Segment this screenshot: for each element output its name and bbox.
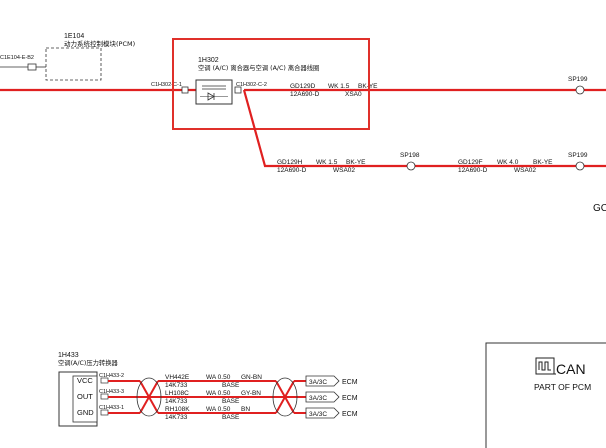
can-logo-icon [535,357,556,375]
sensor-wire-2-code: LH108C [165,390,189,397]
can-box-outline [485,342,606,448]
can-caption: PART OF PCM [534,382,591,392]
wire-mid-right-color: BK-YE [533,159,553,166]
sensor-inner [72,375,98,423]
clutch-pin-out: C1H302-C-2 [236,82,267,88]
highlight-box [172,38,370,130]
sensor-wire-1-harness: 14K733 [165,382,188,389]
sensor-name: 空调(A/C)压力转换器 [58,358,119,367]
sensor-wire-1-code: VH442E [165,374,190,381]
wire-top-size: WK 1.5 [328,83,350,90]
sensor-wire-2-color: GY-BN [241,390,261,397]
ecm-terminal-1-target: ECM [342,379,358,386]
sensor-id: 1H433 [58,352,79,359]
ecm-terminal-2: 3A/3C ECM [305,391,358,403]
ecm-terminal-3: 3A/3C ECM [305,407,358,419]
clutch-pin-in: C1H302-C-1 [151,82,182,88]
clutch-coil-icon [181,79,242,105]
splice-mid-right-icon [575,161,585,171]
wire-mid-right-harness: 12A690-D [458,167,488,174]
sensor-wire-1-base: BASE [222,382,240,389]
ecm-terminal-3-pin: 3A/3C [309,411,327,418]
wire-top-harness: 12A690-D [290,91,320,98]
sensor-conn-2: C1H433-3 [99,389,124,395]
splice-mid-right-label: SP199 [568,152,588,159]
twist-ovals [136,377,298,417]
sensor-pin-out: OUT [77,392,93,401]
can-logo-text: CAN [556,361,586,377]
wire-mid-right-size: WK 4.0 [497,159,519,166]
pcm-name: 动力系统控制模块(PCM) [64,39,135,48]
splice-mid-left-label: SP198 [400,152,420,159]
ecm-terminal-2-target: ECM [342,395,358,402]
ecm-terminal-3-target: ECM [342,411,358,418]
wire-mid-left-size: WK 1.5 [316,159,338,166]
sensor-wire-3-color: BN [241,406,250,413]
ecm-terminal-1-pin: 3A/3C [309,379,327,386]
clutch-id: 1H302 [198,57,219,64]
pcm-id: 1E104 [64,33,84,40]
pcm-connector-icon [27,63,46,71]
wire-mid-left-extra: WSA02 [333,167,355,174]
wire-mid-left-code: GD129H [277,159,303,166]
sensor-wire-2-base: BASE [222,398,240,405]
splice-top-label: SP199 [568,76,588,83]
sensor-wire-3-code: RH108K [165,406,190,413]
sensor-wire-3-harness: 14K733 [165,414,188,421]
sensor-pin-gnd: GND [77,408,94,417]
sensor-wire-2-size: WA 0.50 [206,390,231,397]
sensor-wire-3-base: BASE [222,414,240,421]
wire-mid-left-harness: 12A690-D [277,167,307,174]
edge-text: GC [593,203,606,214]
ecm-terminal-2-pin: 3A/3C [309,395,327,402]
wire-mid-right-code: GD129F [458,159,483,166]
wire-top-code: GD129D [290,83,316,90]
branch-wire [242,89,606,168]
sensor-wire-3-size: WA 0.50 [206,406,231,413]
splice-mid-left-icon [406,161,416,171]
splice-top-icon [575,85,585,95]
wire-mid-left-color: BK-YE [346,159,366,166]
sensor-wire-1-color: GN-BN [241,374,262,381]
sensor-wire-bundle [108,380,306,414]
sensor-wire-1-size: WA 0.50 [206,374,231,381]
ecm-terminal-1: 3A/3C ECM [305,375,358,387]
clutch-name: 空调 (A/C) 离合器与空调 (A/C) 离合器线圈 [198,63,319,72]
pcm-outline [45,47,102,81]
sensor-conn-3: C1H433-1 [99,405,124,411]
wire-mid-right-extra: WSA02 [514,167,536,174]
sensor-conn-1: C1H433-2 [99,373,124,379]
sensor-pin-vcc: VCC [77,376,93,385]
pcm-connector-label: C1E104-E-B2 [0,55,34,61]
wire-top-extra: XSA0 [345,91,362,98]
sensor-wire-2-harness: 14K733 [165,398,188,405]
